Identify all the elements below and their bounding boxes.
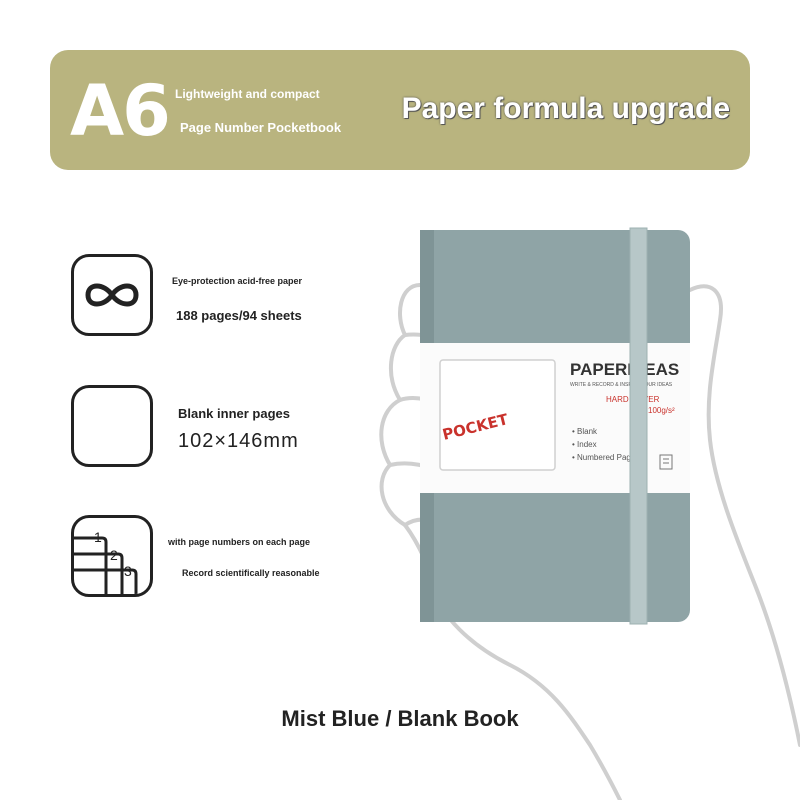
notebook-illustration: POCKET PAPERIDEAS WRITE & RECORD & INSPI… [379, 227, 800, 802]
tagline-2: Page Number Pocketbook [180, 120, 342, 135]
blank-square-icon [71, 385, 153, 467]
page-lines-icon [659, 454, 673, 470]
top-banner: A6 Lightweight and compact Page Number P… [50, 50, 750, 170]
feature-2-line-2: 102×146mm [178, 430, 299, 452]
elastic-band [629, 227, 648, 625]
brand-name: PAPERIDEAS [570, 360, 679, 379]
headline: Paper formula upgrade [401, 92, 730, 125]
option-index: • Index [572, 440, 597, 449]
feature-1-line-1: Eye-protection acid-free paper [172, 276, 303, 286]
brand-subtitle: WRITE & RECORD & INSPIRE YOUR IDEAS [570, 382, 673, 388]
option-blank: • Blank [572, 427, 598, 436]
page-num-1: 1 [94, 529, 102, 545]
tagline-1: Lightweight and compact [175, 87, 320, 101]
page-num-3: 3 [124, 563, 132, 579]
feature-1-line-2: 188 pages/94 sheets [176, 308, 302, 323]
product-image: POCKET PAPERIDEAS WRITE & RECORD & INSPI… [360, 225, 800, 805]
feature-2-line-1: Blank inner pages [178, 406, 290, 421]
option-numbered: • Numbered Pages [572, 453, 639, 462]
size-label: A6 [70, 70, 171, 152]
feature-3-line-2: Record scientifically reasonable [182, 568, 320, 578]
product-caption: Mist Blue / Blank Book [281, 706, 519, 731]
page-num-2: 2 [110, 547, 118, 563]
feature-3-line-1: with page numbers on each page [168, 537, 311, 547]
infinity-icon [71, 254, 153, 336]
paper-weight: 100g/s² [648, 406, 675, 415]
stacked-pages-icon: 1 2 3 [71, 515, 153, 597]
sticker-card [439, 359, 556, 471]
